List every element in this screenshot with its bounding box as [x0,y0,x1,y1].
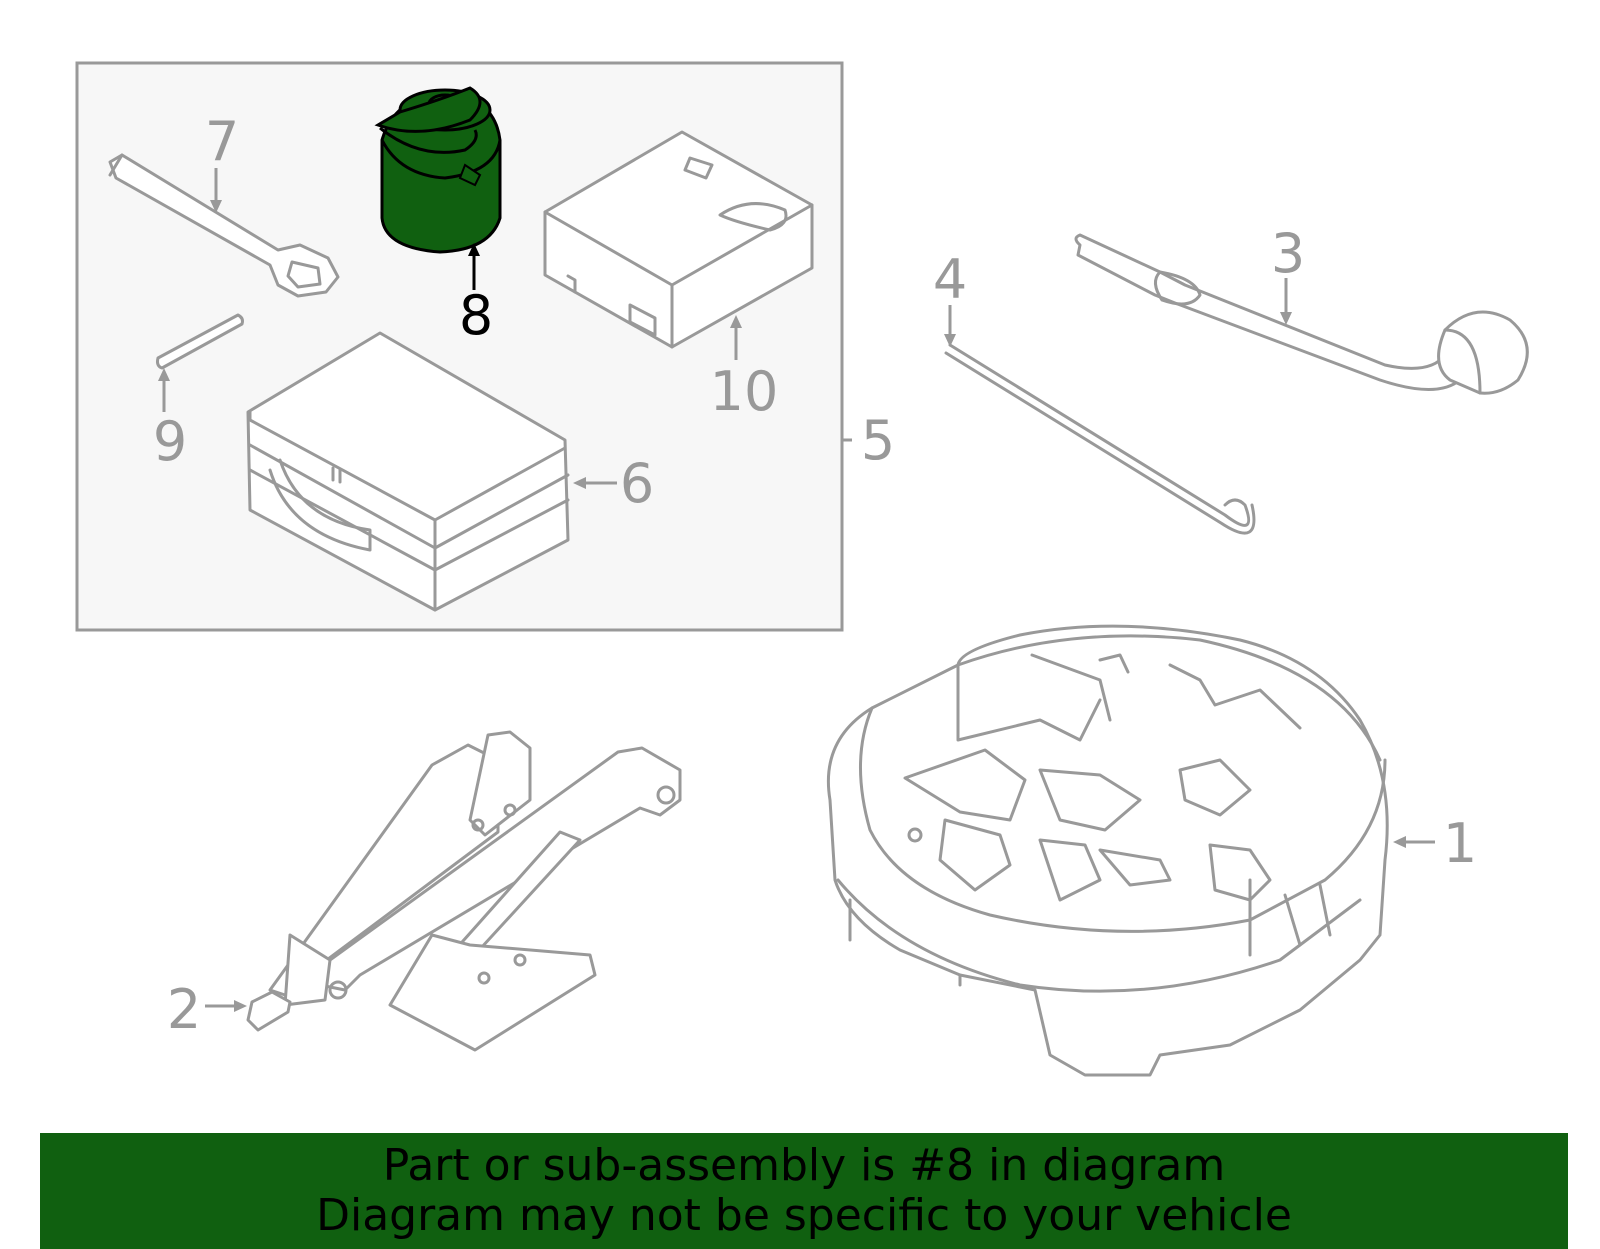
part-4-hook-rod[interactable] [944,343,1256,535]
banner-background [40,1133,1568,1249]
part-2-scissor-jack[interactable] [246,730,682,1052]
banner-line-1: Part or sub-assembly is #8 in diagram [382,1140,1226,1191]
callout-6: 6 [620,452,654,515]
part-7-wrench[interactable] [108,153,340,298]
callout-7: 7 [205,110,239,173]
callout-9: 9 [153,410,187,473]
callout-10: 10 [710,360,779,423]
callout-8: 8 [459,284,493,347]
part-3-jack-handle[interactable] [1074,233,1529,395]
part-6-case[interactable] [246,331,570,612]
part-8-compressor[interactable] [374,86,502,254]
callout-4: 4 [933,248,967,311]
callout-3: 3 [1271,222,1305,285]
part-10-box[interactable] [543,130,814,349]
banner-line-2: Diagram may not be specific to your vehi… [316,1190,1292,1241]
info-banner: Part or sub-assembly is #8 in diagram Di… [40,1133,1568,1249]
callout-2: 2 [167,978,201,1041]
part-9-pin[interactable] [156,313,244,370]
callout-5: 5 [861,409,895,472]
callout-1: 1 [1443,812,1477,875]
part-1-foam-tray[interactable] [826,624,1389,1077]
